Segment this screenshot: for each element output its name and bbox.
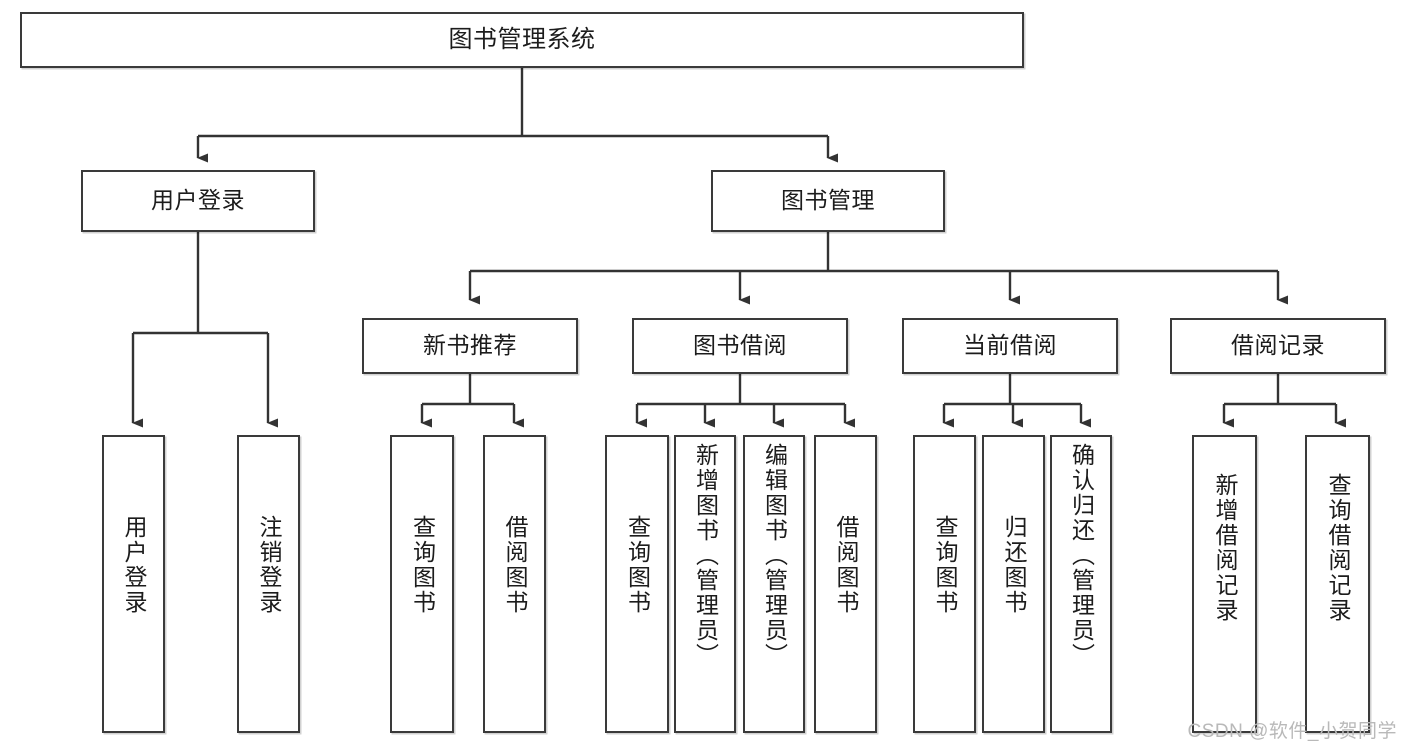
leaf-borrow-book-2-label: 借阅图书	[833, 515, 859, 615]
node-book-borrow[interactable]: 图书借阅	[632, 318, 848, 374]
leaf-add-book-admin-label: 新增图书（管理员）	[692, 443, 719, 668]
node-book-manage[interactable]: 图书管理	[711, 170, 945, 232]
leaf-query-book-1-label: 查询图书	[409, 515, 436, 615]
leaf-confirm-return-admin-label: 确认归还（管理员）	[1068, 443, 1095, 668]
leaf-return-book[interactable]: 归还图书	[982, 435, 1045, 733]
leaf-query-book-2[interactable]: 查询图书	[605, 435, 669, 733]
leaf-query-book-3[interactable]: 查询图书	[913, 435, 976, 733]
leaf-borrow-book-1[interactable]: 借阅图书	[483, 435, 546, 733]
leaf-user-login-label: 用户登录	[121, 515, 147, 615]
leaf-add-borrow-record[interactable]: 新增借阅记录	[1192, 435, 1257, 733]
node-user-login-label: 用户登录	[151, 187, 245, 214]
leaf-return-book-label: 归还图书	[1001, 515, 1027, 615]
node-current-borrow-label: 当前借阅	[963, 332, 1057, 359]
leaf-query-borrow-record-label: 查询借阅记录	[1325, 473, 1351, 623]
leaf-edit-book-admin[interactable]: 编辑图书（管理员）	[743, 435, 805, 733]
leaf-confirm-return-admin[interactable]: 确认归还（管理员）	[1050, 435, 1112, 733]
node-user-login[interactable]: 用户登录	[81, 170, 315, 232]
node-new-book-recommend-label: 新书推荐	[423, 332, 517, 359]
leaf-add-borrow-record-label: 新增借阅记录	[1212, 473, 1238, 623]
leaf-query-book-2-label: 查询图书	[624, 515, 651, 615]
leaf-user-login[interactable]: 用户登录	[102, 435, 165, 733]
leaf-query-borrow-record[interactable]: 查询借阅记录	[1305, 435, 1370, 733]
leaf-query-book-1[interactable]: 查询图书	[390, 435, 454, 733]
leaf-query-book-3-label: 查询图书	[932, 515, 958, 615]
node-root[interactable]: 图书管理系统	[20, 12, 1024, 68]
leaf-logout-label: 注销登录	[256, 515, 282, 615]
node-current-borrow[interactable]: 当前借阅	[902, 318, 1118, 374]
node-root-label: 图书管理系统	[448, 25, 596, 53]
leaf-edit-book-admin-label: 编辑图书（管理员）	[761, 443, 788, 668]
leaf-borrow-book-2[interactable]: 借阅图书	[814, 435, 877, 733]
leaf-add-book-admin[interactable]: 新增图书（管理员）	[674, 435, 736, 733]
node-borrow-record-label: 借阅记录	[1231, 332, 1325, 359]
leaf-logout[interactable]: 注销登录	[237, 435, 300, 733]
node-borrow-record[interactable]: 借阅记录	[1170, 318, 1386, 374]
leaf-borrow-book-1-label: 借阅图书	[502, 515, 528, 615]
node-book-borrow-label: 图书借阅	[693, 332, 787, 359]
node-new-book-recommend[interactable]: 新书推荐	[362, 318, 578, 374]
node-book-manage-label: 图书管理	[781, 187, 875, 214]
